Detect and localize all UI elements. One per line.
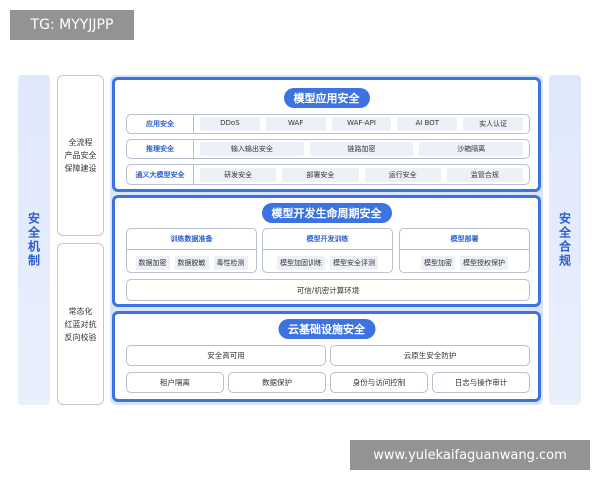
watermark-top: TG: MYYJJPP — [10, 10, 134, 40]
security-mechanism-label: 安全机制 — [26, 212, 41, 268]
chip: 监管合规 — [446, 167, 523, 182]
chip: 部署安全 — [282, 167, 359, 182]
card-title: 模型开发训练 — [263, 229, 392, 250]
pillar-red-blue: 常态化 红蓝对抗 反向校验 — [57, 243, 104, 405]
chip: 运行安全 — [364, 167, 441, 182]
chip: 模型加固训练 — [277, 256, 325, 270]
infra-section: 云基础设施安全 安全高可用 云原生安全防护 租户隔离 数据保护 身份与访问控制 … — [112, 311, 541, 402]
chip: WAF-API — [331, 117, 392, 131]
pillar-full-process: 全流程 产品安全 保障建设 — [57, 75, 104, 236]
trusted-compute-env: 可信/机密计算环境 — [126, 279, 530, 301]
row-label: 推理安全 — [127, 140, 194, 158]
security-mechanism-bar: 安全机制 — [18, 75, 50, 405]
row-label: 通义大模型安全 — [127, 165, 194, 184]
card-title: 训练数据准备 — [127, 229, 256, 250]
chip: 模型安全评测 — [330, 256, 378, 270]
inference-row: 推理安全 输入输出安全链路加密沙箱隔离 — [126, 139, 530, 159]
chip: 毒性检测 — [213, 256, 248, 270]
card-model-deploy: 模型部署模型加密模型授权保护 — [399, 228, 530, 273]
chip: DDoS — [200, 117, 260, 131]
card-model-training: 模型开发训练模型加固训练模型安全评测 — [262, 228, 393, 273]
chip: 数据脱敏 — [174, 256, 209, 270]
chip: AI BOT — [397, 117, 458, 131]
row-label: 应用安全 — [127, 115, 194, 133]
chip: 模型加密 — [421, 256, 455, 270]
watermark-bottom: www.yulekaifaguanwang.com — [350, 440, 590, 470]
chip: WAF — [265, 117, 326, 131]
infra-box: 云原生安全防护 — [330, 345, 530, 366]
chip: 数据加密 — [135, 256, 170, 270]
chip: 输入输出安全 — [200, 142, 304, 156]
dev-lifecycle-title: 模型开发生命周期安全 — [261, 203, 392, 223]
chip: 链路加密 — [309, 142, 414, 156]
chip: 实人认证 — [463, 117, 523, 131]
app-row: 应用安全 DDoS WAF WAF-API AI BOT 实人认证 — [126, 114, 530, 134]
chip: 研发安全 — [200, 167, 277, 182]
chip: 模型授权保护 — [460, 256, 508, 270]
security-compliance-bar: 安全合规 — [549, 75, 581, 405]
chip: 沙箱隔离 — [419, 142, 524, 156]
infra-title: 云基础设施安全 — [278, 319, 375, 339]
infra-box: 数据保护 — [228, 372, 326, 393]
infra-box: 身份与访问控制 — [330, 372, 428, 393]
card-title: 模型部署 — [400, 229, 529, 250]
app-security-section: 模型应用安全 应用安全 DDoS WAF WAF-API AI BOT 实人认证 推理安… — [112, 77, 541, 192]
security-compliance-label: 安全合规 — [557, 212, 572, 268]
tongyi-row: 通义大模型安全 研发安全部署安全运行安全监管合规 — [126, 164, 530, 185]
app-security-title: 模型应用安全 — [283, 88, 370, 108]
card-training-data: 训练数据准备数据加密数据脱敏毒性检测 — [126, 228, 257, 273]
infra-box: 日志与操作审计 — [432, 372, 530, 393]
dev-lifecycle-section: 模型开发生命周期安全 训练数据准备数据加密数据脱敏毒性检测 模型开发训练模型加固… — [112, 195, 541, 307]
infra-box: 安全高可用 — [126, 345, 326, 366]
infra-box: 租户隔离 — [126, 372, 224, 393]
